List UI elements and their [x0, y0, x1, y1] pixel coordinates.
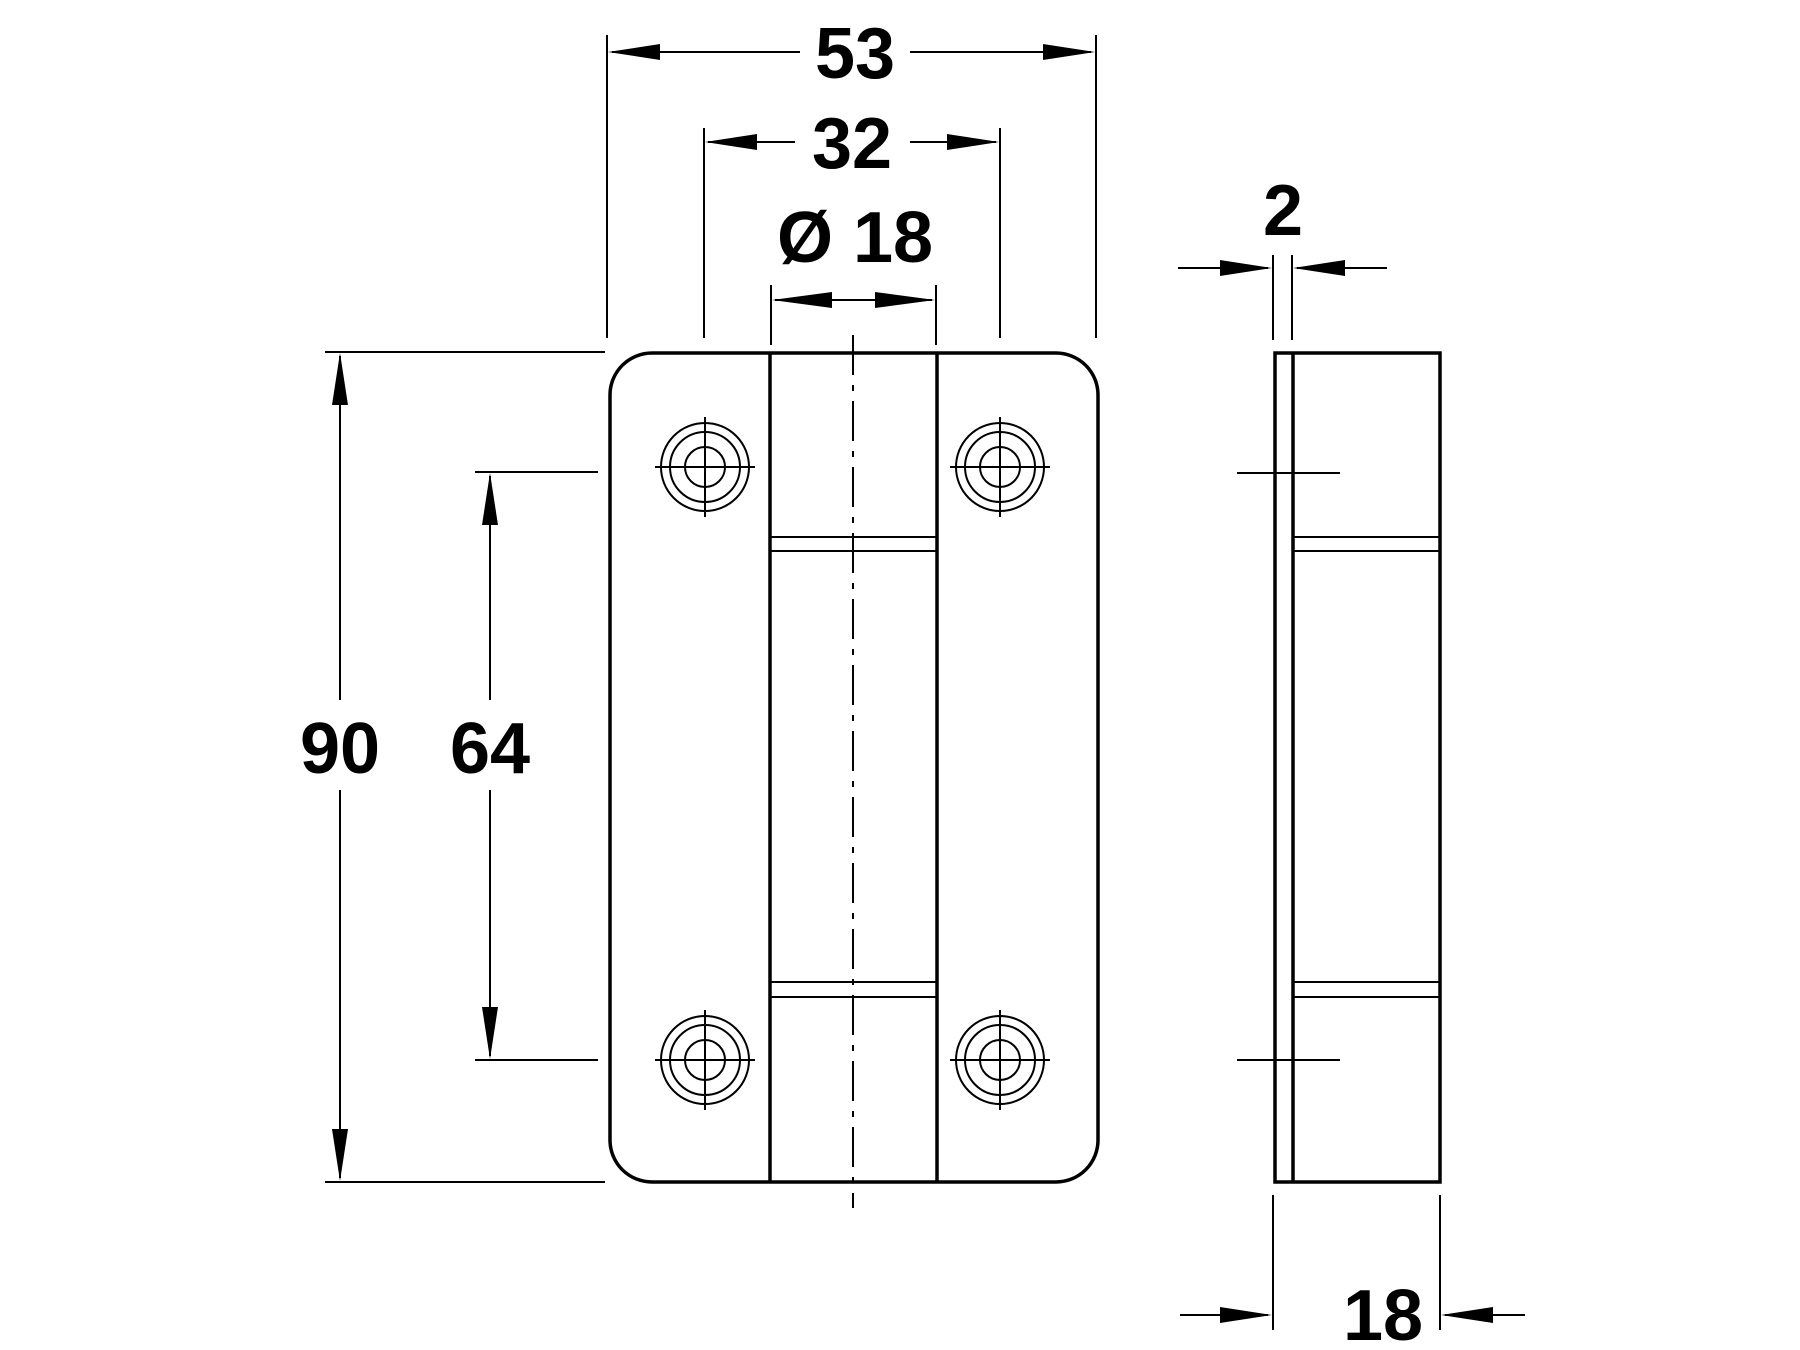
- dimension-label-18: 18: [1343, 1276, 1423, 1350]
- dimension-label-64: 64: [450, 709, 530, 789]
- dimension-label-32: 32: [812, 104, 892, 184]
- dimension-label-diameter-18: Ø 18: [777, 198, 933, 278]
- side-body-outline: [1273, 351, 1442, 1184]
- dimension-knuckle-diameter: Ø 18: [770, 198, 937, 345]
- dimension-side-depth: 18: [1180, 1195, 1525, 1350]
- screw-hole-top-left: [655, 417, 755, 517]
- side-view: [1237, 351, 1442, 1184]
- dimension-label-2: 2: [1263, 171, 1303, 251]
- front-view: [608, 335, 1100, 1208]
- dimension-hinge-spacing: 32: [703, 104, 1001, 338]
- dimension-label-90: 90: [300, 709, 380, 789]
- dimension-label-53: 53: [815, 14, 895, 94]
- screw-hole-top-right: [950, 417, 1050, 517]
- screw-hole-bottom-right: [950, 1010, 1050, 1110]
- dimension-hole-spacing: 64: [450, 471, 598, 1061]
- dimension-overall-height: 90: [300, 351, 605, 1183]
- screw-hole-bottom-left: [655, 1010, 755, 1110]
- dimension-overall-width: 53: [606, 14, 1097, 338]
- dimension-leaf-thickness: 2: [1178, 171, 1387, 340]
